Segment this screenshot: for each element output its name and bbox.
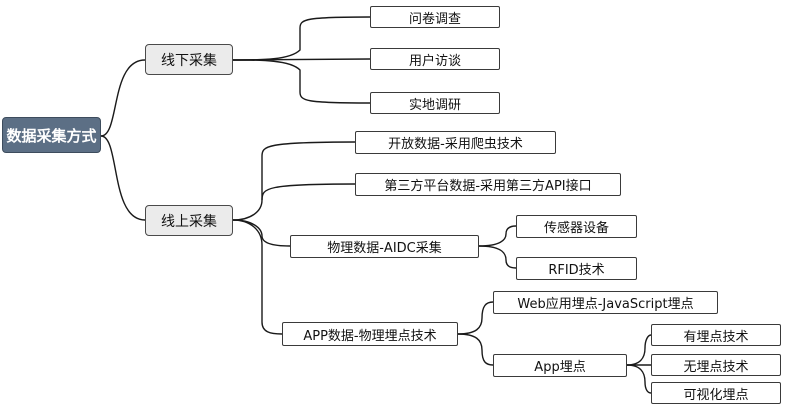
connector-online-physical <box>232 219 291 247</box>
connector-physical-rfid <box>478 245 517 269</box>
leaf-no-tracking[interactable]: 无埋点技术 <box>651 354 781 376</box>
node-physical-data[interactable]: 物理数据-AIDC采集 <box>290 235 479 258</box>
leaf-visual-tracking[interactable]: 可视化埋点 <box>651 382 781 404</box>
leaf-web-tracking[interactable]: Web应用埋点-JavaScript埋点 <box>493 291 718 314</box>
connector-app-apptracking <box>457 333 494 366</box>
root-node[interactable]: 数据采集方式 <box>2 117 101 153</box>
connector-offline-survey <box>232 16 371 61</box>
leaf-field-research[interactable]: 实地调研 <box>370 92 500 114</box>
leaf-user-interview[interactable]: 用户访谈 <box>370 48 500 70</box>
leaf-sensor-device[interactable]: 传感器设备 <box>516 215 637 238</box>
branch-offline[interactable]: 线下采集 <box>145 44 233 75</box>
leaf-survey[interactable]: 问卷调查 <box>370 6 500 28</box>
connector-root-online <box>100 135 146 221</box>
node-app-data[interactable]: APP数据-物理埋点技术 <box>282 322 458 346</box>
node-app-tracking[interactable]: App埋点 <box>493 354 627 377</box>
connector-offline-fieldwork <box>232 59 371 104</box>
leaf-rfid[interactable]: RFID技术 <box>516 257 637 280</box>
connector-apptracking-with <box>626 334 652 366</box>
connector-apptracking-visual <box>626 364 652 394</box>
connector-app-web <box>457 301 494 335</box>
connector-physical-sensor <box>478 225 517 247</box>
connector-online-app <box>232 219 283 335</box>
connector-root-offline <box>100 59 146 137</box>
leaf-with-tracking[interactable]: 有埋点技术 <box>651 324 781 346</box>
leaf-third-party[interactable]: 第三方平台数据-采用第三方API接口 <box>355 173 621 196</box>
leaf-open-data[interactable]: 开放数据-采用爬虫技术 <box>355 131 556 154</box>
connector-online-trunk <box>232 141 356 221</box>
connector-online-thirdparty <box>261 183 356 201</box>
branch-online[interactable]: 线上采集 <box>145 205 233 236</box>
